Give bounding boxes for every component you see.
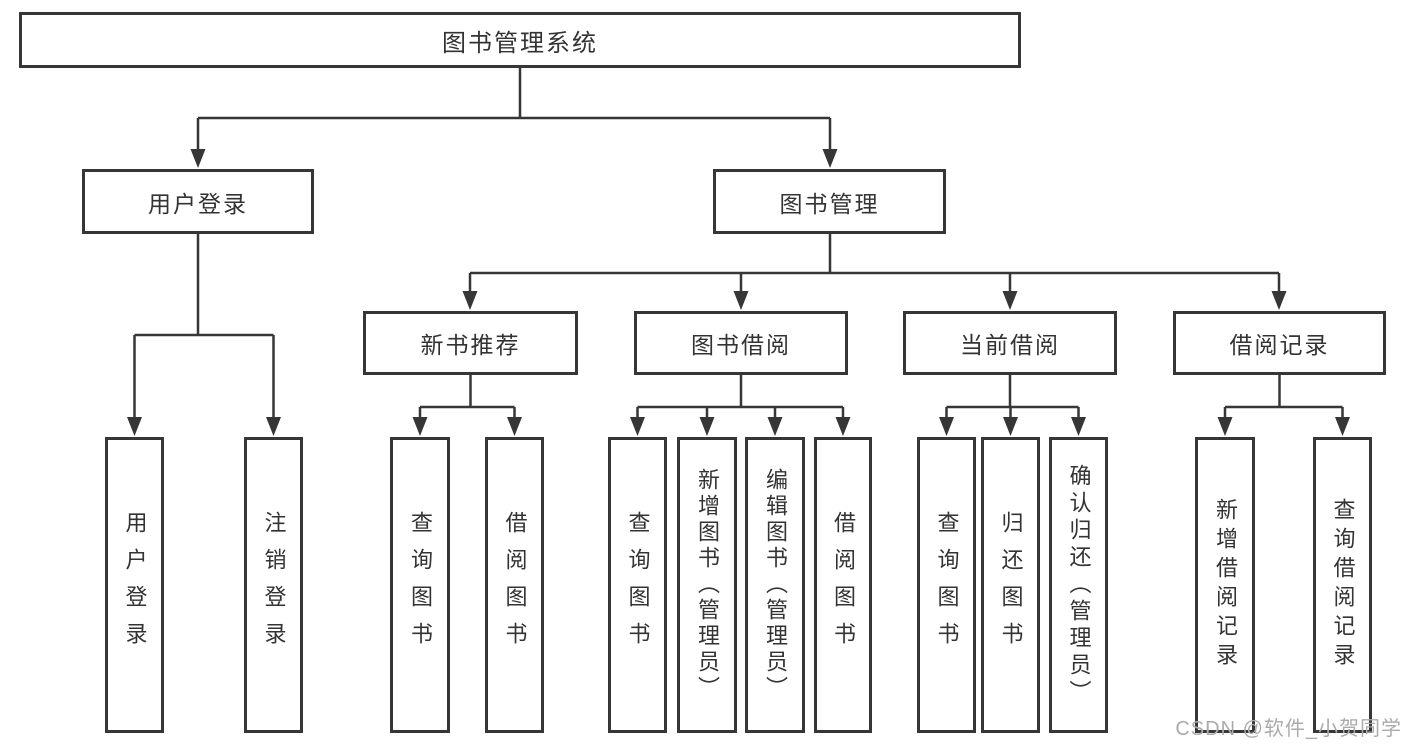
node-root: 图书管理系统 [19,12,1021,68]
node-borrow-record: 借阅记录 [1173,311,1386,375]
leaf-record-query-borrow-record: 查询借阅记录 [1313,437,1372,733]
node-book-borrow: 图书借阅 [634,311,848,375]
node-book-management: 图书管理 [713,169,946,234]
arrowheads [127,149,1350,436]
leaf-current-query-book: 查询图书 [917,437,976,733]
leaf-current-confirm-return-admin: 确认归还（管理员） [1049,437,1108,733]
node-new-book-recommend: 新书推荐 [363,311,578,375]
leaf-borrow-query-book: 查询图书 [608,437,667,733]
leaf-borrow-borrow-book: 借阅图书 [814,437,872,733]
leaf-current-return-book: 归还图书 [981,437,1040,733]
node-user-login: 用户登录 [82,169,314,234]
csdn-watermark: CSDN @软件_小贺同学 [1175,718,1402,740]
leaf-borrow-edit-book-admin: 编辑图书（管理员） [745,437,805,733]
leaf-record-add-borrow-record: 新增借阅记录 [1195,437,1255,733]
node-current-borrow: 当前借阅 [903,311,1117,375]
leaf-newbook-query-book: 查询图书 [390,437,450,733]
leaf-user-login: 用户登录 [105,437,164,733]
leaf-logout: 注销登录 [244,437,303,733]
leaf-newbook-borrow-book: 借阅图书 [485,437,544,733]
leaf-borrow-add-book-admin: 新增图书（管理员） [677,437,737,733]
